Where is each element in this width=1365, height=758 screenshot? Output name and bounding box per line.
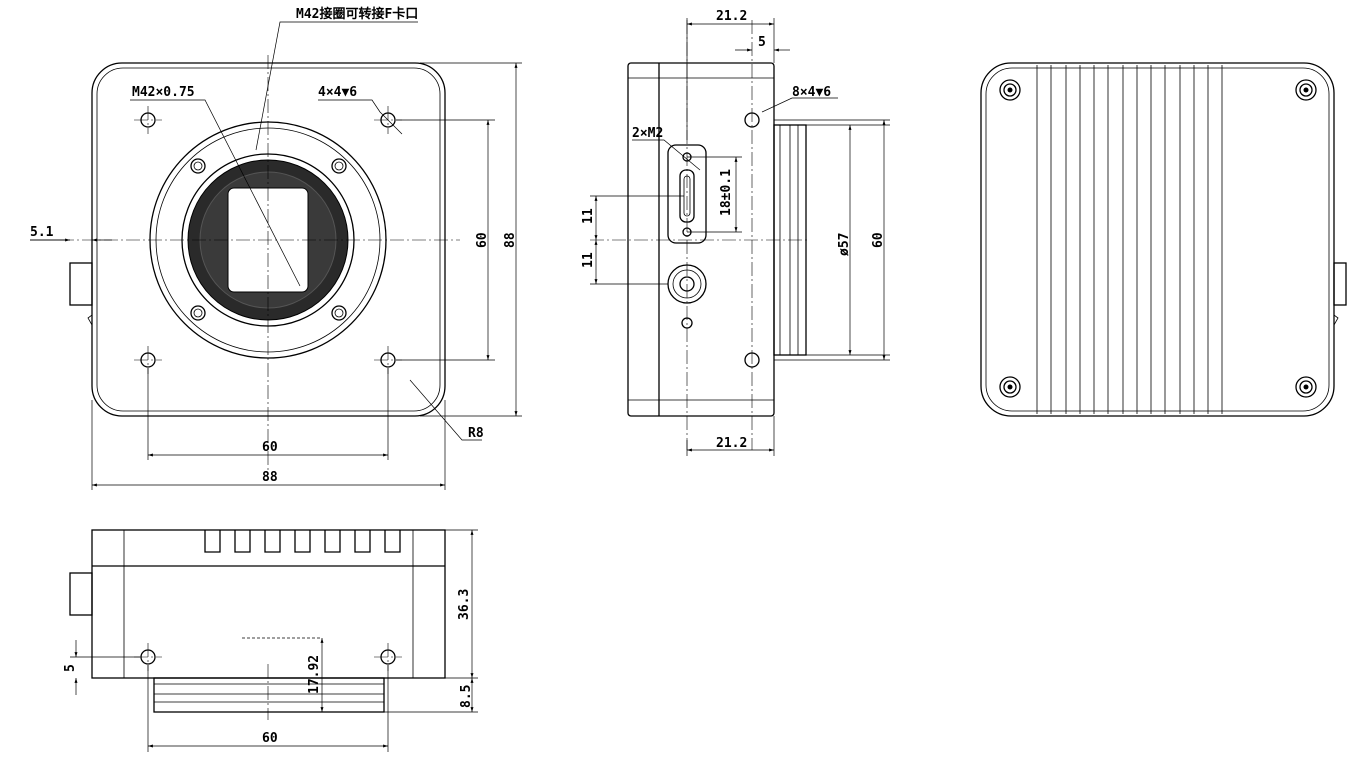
- thread-leader: [130, 99, 301, 287]
- offset-label: 5.1: [30, 225, 54, 240]
- screw-label: 2×M2: [632, 126, 663, 141]
- flange-diameter-label: ø57: [837, 233, 852, 256]
- mount-note-leader: [255, 21, 418, 151]
- side-connector: [69, 262, 93, 306]
- sensor-offset-label: 17.92: [307, 655, 322, 694]
- ring-screws: [190, 158, 347, 321]
- rear-body-outline: [980, 62, 1335, 417]
- rear-screws: [999, 79, 1317, 398]
- mount-note-label: M42接圈可转接F卡口: [296, 6, 418, 22]
- thread-label: M42×0.75: [132, 85, 195, 100]
- front-hole-spacing-h: 60: [262, 440, 278, 455]
- bottom-hole-offset: 5: [63, 664, 78, 672]
- bottom-fin-slots: [204, 530, 401, 553]
- front-view: M42接圈可转接F卡口 M42×0.75 4×4▼6 5.1 60 88 60 …: [30, 6, 522, 490]
- hole-leader: [318, 99, 403, 135]
- flange-depth-label: 8.5: [459, 685, 474, 708]
- side-hole-spacing: 60: [871, 232, 886, 248]
- heat-sink-fins: [1036, 65, 1223, 414]
- bottom-height-label: 36.3: [457, 589, 472, 620]
- rear-view: [980, 62, 1347, 417]
- bottom-view: 36.3 8.5 5 17.92 60: [63, 529, 478, 752]
- front-hole-label: 4×4▼6: [318, 85, 357, 100]
- bottom-flange: [153, 677, 385, 713]
- side-dim-lower: 11: [581, 252, 596, 268]
- front-hole-spacing-v: 60: [475, 232, 490, 248]
- bottom-connector: [69, 572, 93, 616]
- side-dim-upper: 11: [581, 208, 596, 224]
- side-hole-label: 8×4▼6: [792, 85, 831, 100]
- connector-spacing-label: 18±0.1: [719, 169, 734, 216]
- side-top-dim: 21.2: [716, 9, 747, 24]
- side-bottom-dim: 21.2: [716, 436, 747, 451]
- bottom-hole-spacing: 60: [262, 731, 278, 746]
- side-top-offset: 5: [758, 35, 766, 50]
- corner-radius-label: R8: [468, 426, 484, 441]
- rear-side-connector: [1333, 262, 1347, 306]
- front-body-height: 88: [503, 232, 518, 248]
- front-body-width: 88: [262, 470, 278, 485]
- side-view: 21.2 5 8×4▼6 2×M2 18±0.1 11 11 ø57 60 21…: [581, 9, 890, 456]
- radius-leader: [409, 379, 482, 441]
